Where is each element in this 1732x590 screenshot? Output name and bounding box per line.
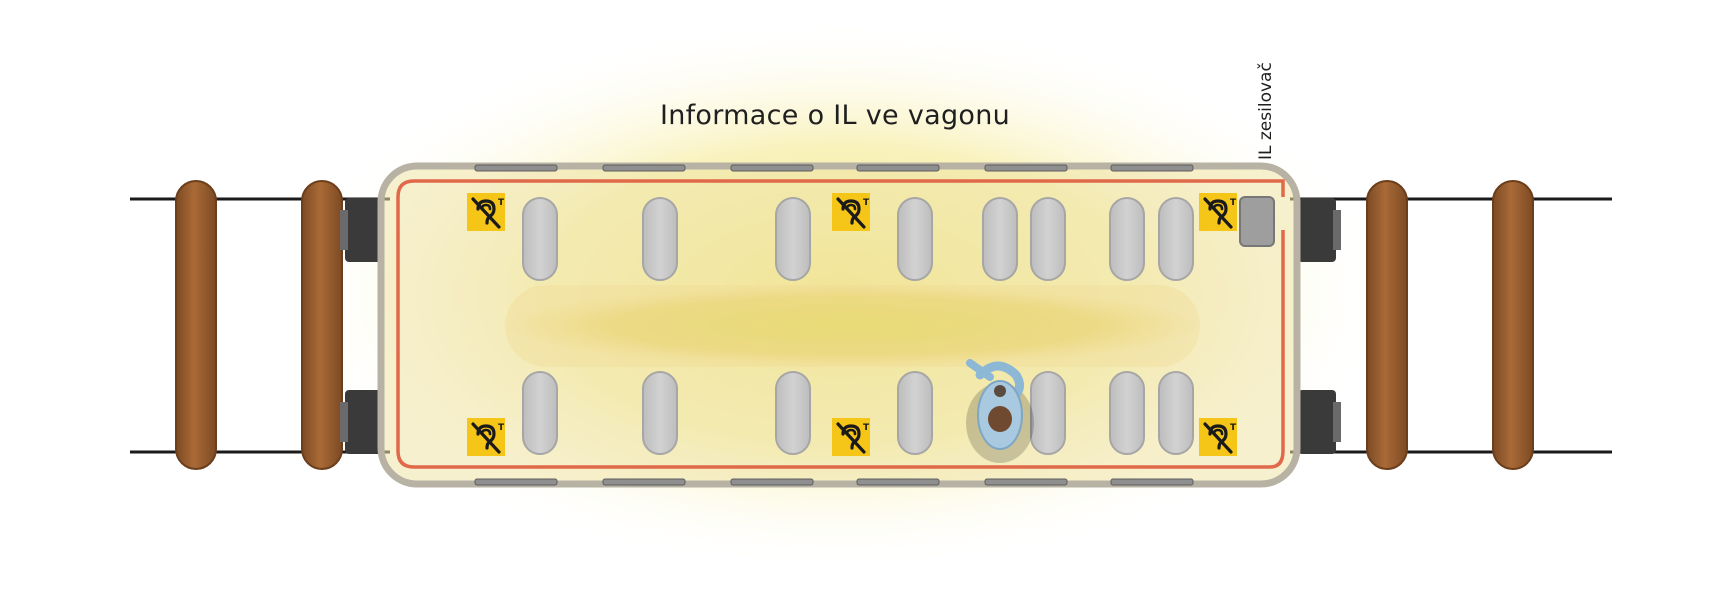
loop-letter: T	[863, 198, 870, 208]
induction-loop-wire	[396, 179, 1285, 469]
seat	[522, 197, 558, 281]
seat	[775, 197, 811, 281]
seat	[1030, 197, 1066, 281]
amplifier-label: IL zesilovač	[1256, 62, 1276, 160]
hearing-loop-icon: T	[832, 418, 870, 456]
seat	[982, 197, 1018, 281]
loop-letter: T	[1230, 198, 1237, 208]
diagram-title: Informace o IL ve vagonu	[659, 100, 1011, 131]
seats	[522, 197, 1194, 455]
sleeper	[1366, 180, 1408, 470]
seat	[1109, 371, 1145, 455]
hearing-loop-icons: T T T T T T	[467, 193, 1237, 456]
seat	[642, 197, 678, 281]
hearing-loop-icon: T	[467, 193, 505, 231]
sleepers	[175, 180, 1534, 470]
sleeper	[1492, 180, 1534, 470]
loop-letter: T	[863, 423, 870, 433]
seat	[1158, 197, 1194, 281]
couplers	[345, 198, 1336, 454]
seat	[897, 371, 933, 455]
hearing-loop-icon: T	[467, 418, 505, 456]
seat	[1158, 371, 1194, 455]
loop-letter: T	[1230, 423, 1237, 433]
wheelchair-user-icon	[966, 359, 1034, 463]
loop-letter: T	[498, 198, 505, 208]
seat	[1109, 197, 1145, 281]
seat	[897, 197, 933, 281]
seat	[522, 371, 558, 455]
loop-field-core	[505, 285, 1200, 367]
seat	[1030, 371, 1066, 455]
seat	[642, 371, 678, 455]
hearing-loop-icon: T	[832, 193, 870, 231]
seat	[775, 371, 811, 455]
loop-letter: T	[498, 423, 505, 433]
sleeper	[301, 180, 343, 470]
hearing-loop-icon: T	[1199, 418, 1237, 456]
hearing-loop-icon: T	[1199, 193, 1237, 231]
windows	[474, 164, 1194, 486]
sleeper	[175, 180, 217, 470]
amplifier-icon	[1239, 196, 1275, 247]
